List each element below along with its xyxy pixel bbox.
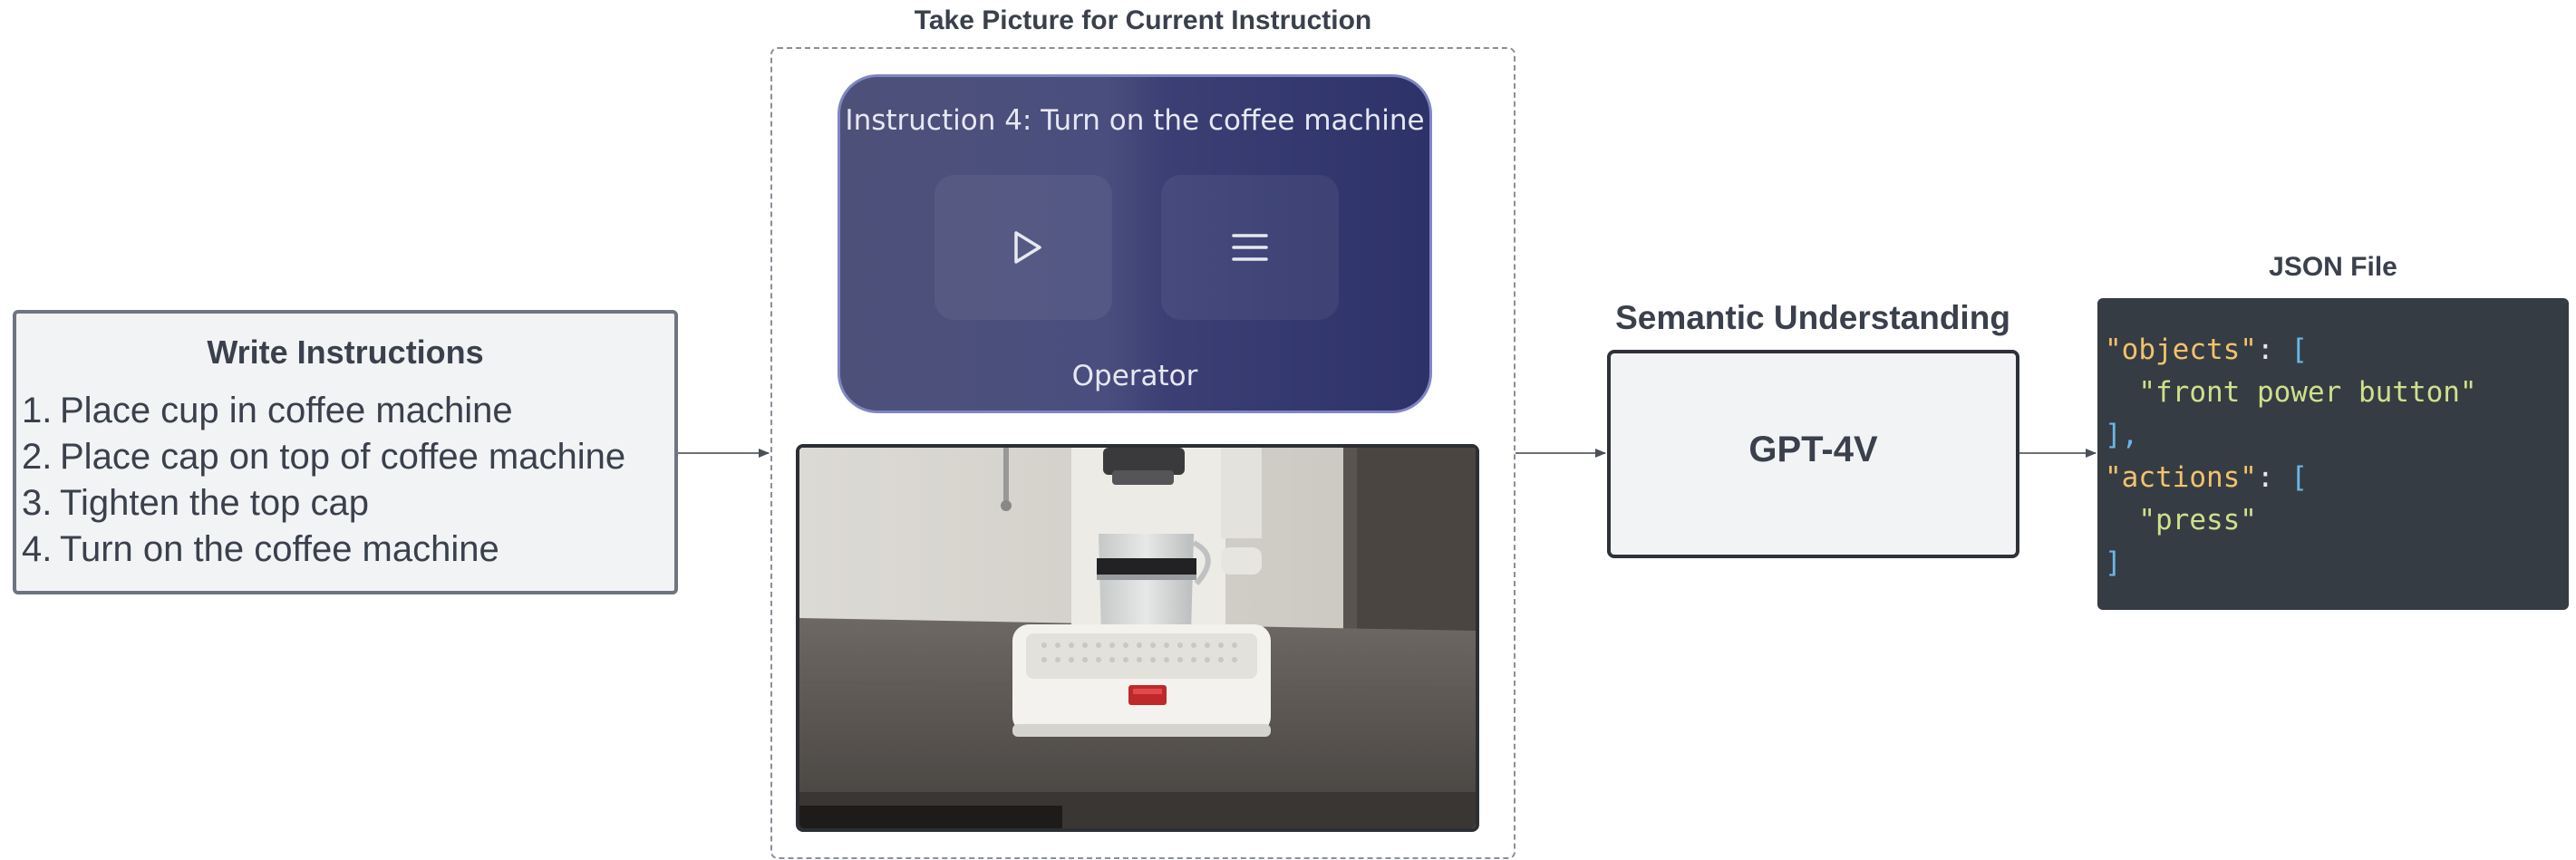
instruction-text: Place cup in coffee machine [60,391,513,430]
menu-button[interactable] [1161,175,1339,320]
json-line: "objects": [ [2105,333,2308,366]
semantic-understanding-title: Semantic Understanding [1615,299,2010,336]
panel-operator-label: Operator [1071,360,1198,392]
json-line: "front power button" [2105,372,2477,414]
instruction-number: 4. [22,529,53,569]
json-key-objects: "objects" [2105,333,2257,366]
instruction-list: 1. Place cup in coffee machine 2. Place … [22,388,674,573]
json-code-block: "objects": [ "front power button"], "acti… [2097,298,2569,610]
panel-instruction-text: Instruction 4: Turn on the coffee machin… [845,104,1425,137]
instruction-text: Tighten the top cap [60,483,369,523]
instruction-item: 2. Place cap on top of coffee machine [22,434,674,480]
play-icon [1014,231,1041,264]
instruction-text: Turn on the coffee machine [60,529,499,569]
menu-icon [1232,234,1268,261]
json-code: "objects": [ "front power button"], "acti… [2105,329,2477,585]
instruction-number: 2. [22,437,53,477]
instruction-item: 3. Tighten the top cap [22,480,674,527]
json-key-actions: "actions" [2105,461,2257,494]
instruction-number: 1. [22,391,53,430]
instruction-item: 1. Place cup in coffee machine [22,388,674,434]
write-instructions-title: Write Instructions [207,333,484,371]
gpt-4v-box: GPT-4V [1607,350,2019,558]
json-value-actions: "press" [2138,504,2257,536]
json-value-objects: "front power button" [2138,376,2477,409]
instruction-item: 4. Turn on the coffee machine [22,527,674,573]
json-line: ], [2105,419,2139,451]
play-button[interactable] [935,175,1112,320]
json-file-title: JSON File [2269,252,2397,282]
json-line: "press" [2105,499,2477,542]
gpt-4v-label: GPT-4V [1748,430,1878,469]
coffee-machine-illustration [799,448,1476,828]
instruction-text: Place cap on top of coffee machine [60,437,626,477]
take-picture-frame [770,47,1516,859]
write-instructions-box: Write Instructions 1. Place cup in coffe… [13,310,678,594]
json-line: "actions": [ [2105,461,2308,494]
instruction-panel: Instruction 4: Turn on the coffee machin… [838,74,1432,413]
instruction-number: 3. [22,483,53,523]
coffee-machine-photo [796,444,1479,832]
json-line: ] [2105,546,2122,579]
take-picture-title: Take Picture for Current Instruction [914,5,1372,35]
